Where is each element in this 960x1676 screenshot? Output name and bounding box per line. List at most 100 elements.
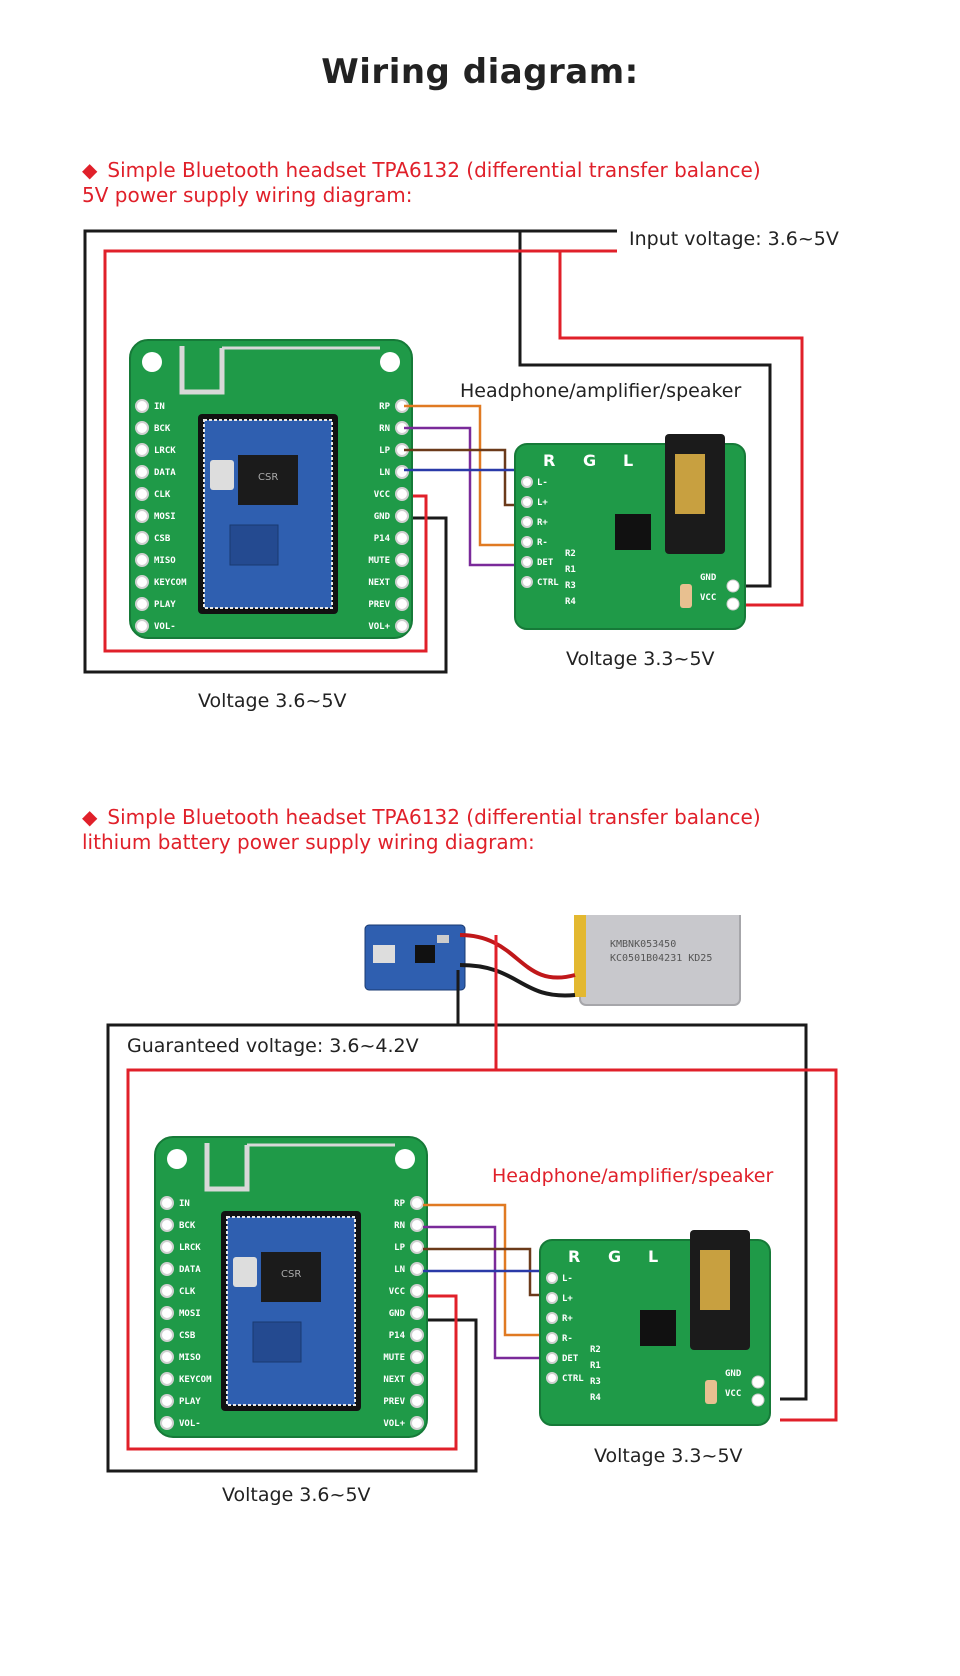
bt-pin-pad [395,531,409,545]
s1-bt-left-pins: INBCKLRCKDATACLKMOSICSBMISOKEYCOMPLAYVOL… [135,399,187,633]
amp-pin-label: R- [562,1334,573,1344]
bt-pin-pad [410,1350,424,1364]
bt-pin-label: IN [179,1199,190,1209]
section2-diagram: KMBNK053450 KC0501B04231 KD25 CSR IN BCK L… [106,915,838,1473]
bt-pin-pad [135,443,149,457]
bt-pin-pad [410,1394,424,1408]
bt-pin-pad [410,1328,424,1342]
s2-black-wire-amp [458,1023,808,1401]
amp-top-mark: G [608,1247,621,1266]
s2-red-wire-amp [496,1068,838,1422]
amp-power-label: VCC [725,1389,741,1399]
s1-black-wire-amp [518,231,772,588]
bt-pin-pad [410,1262,424,1276]
bt-pin-label: VOL- [179,1419,201,1429]
bt-pin-pad [410,1196,424,1210]
bt-pin-label: GND [389,1309,406,1319]
s1-purple-wire [404,426,528,567]
amp-pin-label: L+ [537,498,548,508]
s1-output-label: Headphone/amplifier/speaker [460,380,742,402]
battery-red-lead [459,933,576,980]
battery-marking-2: KC0501B04231 KD25 [610,953,712,964]
amp-pin-label: R- [537,538,548,548]
bt-pin-label: VCC [389,1287,405,1297]
amp-pin-label: L- [562,1274,573,1284]
bt-pin-label: CSB [179,1331,196,1341]
section2-heading-line1: Simple Bluetooth headset TPA6132 (differ… [107,805,761,829]
bt-pin-label: RP [379,402,390,412]
amp-power-label: GND [725,1369,742,1379]
bt-pin-label: LN [394,1265,405,1275]
amp-pin-pad [521,576,533,588]
amp-resistor-label: R3 [565,581,576,591]
bt-pin-pad [395,487,409,501]
bt-pin-label: MUTE [383,1353,405,1363]
amp-top-mark: R [568,1247,580,1266]
bt-pin-label: KEYCOM [179,1375,212,1385]
s2-bt-voltage-label: Voltage 3.6~5V [222,1484,371,1506]
amp-pin-pad [521,476,533,488]
bt-pin-label: P14 [389,1331,406,1341]
bt-pin-pad [160,1350,174,1364]
bt-pin-label: DATA [154,468,176,478]
amp-pin-pad [521,516,533,528]
bt-pin-label: LP [394,1243,405,1253]
bt-pin-pad [395,575,409,589]
bt-pin-pad [160,1218,174,1232]
amp-pin-pad [521,496,533,508]
amp-pin-pad [521,556,533,568]
bt-pin-label: IN [154,402,165,412]
bt-pin-pad [410,1416,424,1430]
bt-pin-label: MISO [179,1353,201,1363]
amp-resistor-label: R4 [590,1393,601,1403]
bt-pin-pad [135,421,149,435]
bt-pin-label: BCK [154,424,171,434]
charger-module [364,924,466,991]
bt-pin-pad [410,1372,424,1386]
s1-bt-voltage-label: Voltage 3.6~5V [198,690,347,712]
s1-bt-board: CSR INBCKLRCKDATACLKMOSICSBMISOKEYCOMPLA… [129,339,413,639]
s1-input-voltage-label: Input voltage: 3.6~5V [629,228,839,250]
amp-top-mark: G [583,451,596,470]
bt-pin-pad [160,1394,174,1408]
section1-heading-line1: Simple Bluetooth headset TPA6132 (differ… [107,158,761,182]
amp-pin-label: L- [537,478,548,488]
bt-pin-label: NEXT [368,578,390,588]
amp-power-label: VCC [700,593,716,603]
amp-pin-pad [546,1372,558,1384]
bt-pin-pad [395,597,409,611]
amp-pin-pad [546,1292,558,1304]
bt-pin-label: DATA [179,1265,201,1275]
section1-diagram: CSR INBCKLRCKDATACLKMOSICSBMISOKEYCOMPLA… [83,229,804,674]
svg-text:CSR: CSR [258,472,278,483]
bt-pin-pad [160,1372,174,1386]
bt-pin-label: BCK [179,1221,196,1231]
bt-pin-pad [395,619,409,633]
bt-pin-pad [135,597,149,611]
bt-pin-label: MISO [154,556,176,566]
battery-black-lead [459,963,576,998]
amp-pin-pad [546,1312,558,1324]
bt-pin-label: CLK [179,1287,196,1297]
amp-resistor-label: R1 [565,565,576,575]
bt-pin-label: VOL+ [368,622,390,632]
amp-pin-label: R+ [537,518,548,528]
amp-resistor-label: R1 [590,1361,601,1371]
bt-pin-pad [135,509,149,523]
bt-pin-label: P14 [374,534,391,544]
bt-pin-pad [135,487,149,501]
section2-heading: ◆Simple Bluetooth headset TPA6132 (diffe… [82,805,761,855]
svg-text:CSR: CSR [281,1269,301,1280]
s2-bt-board: CSR INBCKLRCKDATACLKMOSICSBMISOKEYCOMPLA… [154,1136,428,1438]
bt-pin-label: LN [379,468,390,478]
s1-orange-wire [404,404,528,547]
amp-resistor-label: R3 [590,1377,601,1387]
bt-pin-label: VOL+ [383,1419,405,1429]
s2-purple-wire [423,1225,553,1360]
battery-marking-1: KMBNK053450 [610,939,676,950]
bt-pin-pad [410,1306,424,1320]
bt-pin-pad [135,619,149,633]
bt-pin-pad [135,575,149,589]
